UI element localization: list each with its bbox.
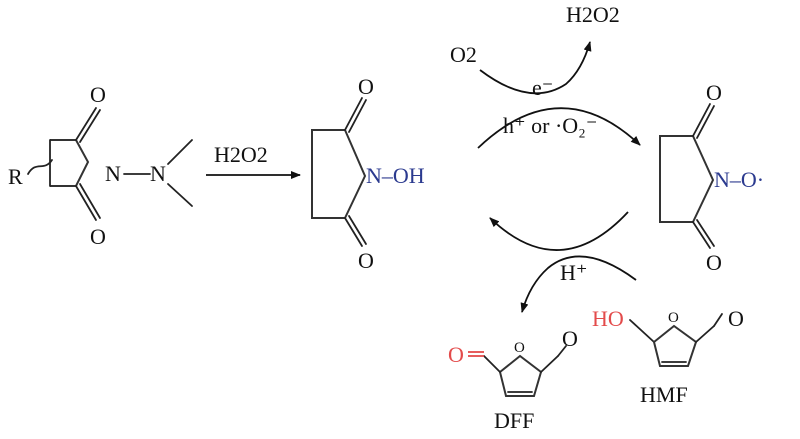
start-o-top: O — [90, 82, 106, 107]
dff-name: DFF — [494, 408, 534, 433]
start-ring — [50, 139, 90, 187]
arrow-step1: H2O2 — [206, 142, 301, 179]
radical-o-bottom: O — [706, 250, 722, 275]
nhpi-o-top: O — [358, 74, 374, 99]
electron-label: e⁻ — [532, 75, 553, 100]
o2-to-h2o2-arrow — [479, 41, 592, 95]
catalytic-top: O2 H2O2 e⁻ h⁺ or ·O₂⁻ — [450, 2, 641, 149]
start-co-bottom — [75, 185, 97, 221]
hmf-molecule: HO O O HMF — [592, 306, 744, 407]
h2o2-top-label: H2O2 — [566, 2, 620, 27]
hmf-o-ring: O — [668, 310, 679, 326]
nhpi-molecule: O O N–OH — [311, 74, 425, 273]
proton-label: H⁺ — [560, 260, 588, 285]
start-n1: N — [105, 161, 121, 186]
methyl-up — [167, 139, 193, 165]
dff-o-ring: O — [514, 340, 525, 356]
start-o-bottom: O — [90, 224, 106, 249]
radical-o-top: O — [706, 80, 722, 105]
oxidant-label: h⁺ or ·O₂⁻ — [503, 113, 597, 138]
hmf-to-dff-arrow — [520, 255, 637, 313]
hmf-o-right: O — [728, 306, 744, 331]
r-group-label: R — [8, 164, 23, 189]
hmf-furan-ring — [652, 324, 698, 367]
catalytic-bottom: H⁺ — [489, 211, 637, 313]
radical-n-o: N–O· — [714, 167, 764, 192]
start-co-top — [75, 107, 97, 141]
r-bond — [27, 159, 53, 175]
nhpi-ring — [311, 129, 367, 219]
hmf-name: HMF — [640, 382, 688, 407]
dff-o-right: O — [562, 326, 578, 351]
nhpi-n-oh: N–OH — [366, 163, 425, 188]
nhpi-o-bottom: O — [358, 248, 374, 273]
step1-reagent: H2O2 — [214, 142, 268, 167]
radical-ring — [659, 135, 715, 223]
hmf-ho: HO — [592, 306, 624, 331]
start-n2: N — [150, 161, 166, 186]
radical-molecule: O O N–O· — [659, 80, 764, 275]
dff-furan-ring — [498, 354, 543, 397]
o2-label: O2 — [450, 42, 477, 67]
dff-molecule: O O O DFF — [448, 326, 578, 433]
radical-to-nhpi-arrow — [489, 211, 629, 251]
nhpi-to-radical-arrow — [477, 107, 641, 149]
methyl-down — [167, 183, 193, 207]
dff-o-left: O — [448, 342, 464, 367]
starting-molecule: R O O N N — [8, 82, 193, 249]
